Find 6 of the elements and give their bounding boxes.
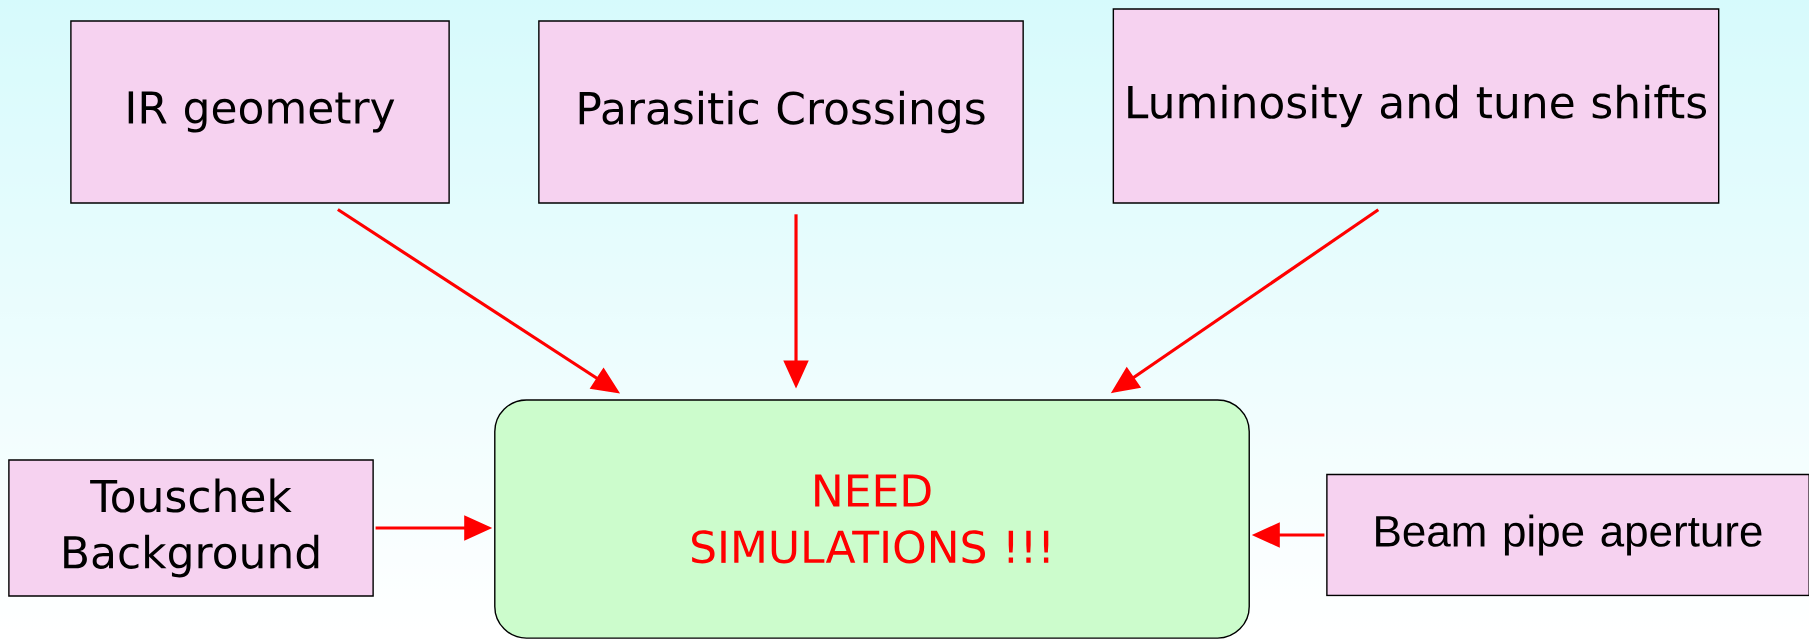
process-box: Parasitic Crossings bbox=[538, 20, 1024, 204]
process-box: IR geometry bbox=[70, 20, 450, 204]
process-box: Beam pipe aperture bbox=[1326, 473, 1809, 597]
goal-box: NEED SIMULATIONS !!! bbox=[494, 399, 1250, 639]
process-box: Touschek Background bbox=[8, 459, 374, 597]
process-box: Luminosity and tune shifts bbox=[1112, 8, 1720, 204]
